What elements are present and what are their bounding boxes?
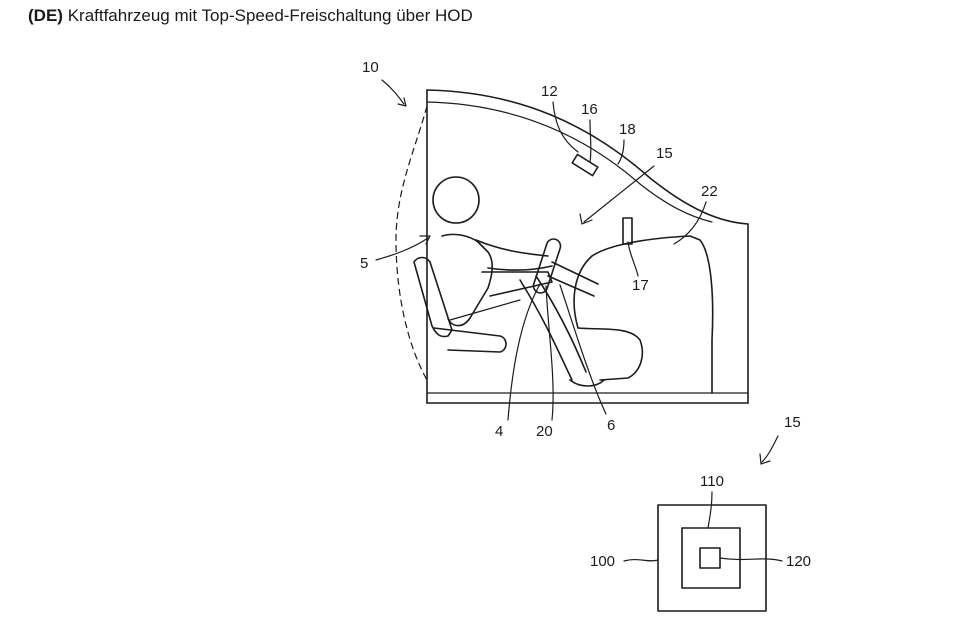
label-windshield: 18: [619, 121, 636, 138]
label-driver: 5: [360, 255, 368, 272]
label-camera: 12: [541, 83, 558, 100]
label-sensor: 16: [581, 101, 598, 118]
label-dashboard: 22: [701, 183, 718, 200]
label-steering-wheel: 6: [607, 417, 615, 434]
dashboard: [573, 217, 714, 394]
patent-title: (DE) Kraftfahrzeug mit Top-Speed-Freisch…: [28, 6, 473, 26]
label-vehicle: 10: [362, 59, 379, 76]
camera-unit: [571, 153, 599, 177]
block-diagram: 15 110 100 120: [590, 414, 811, 612]
steering-wheel: [532, 238, 599, 297]
label-block-middle: 110: [700, 473, 724, 490]
block-middle: [681, 527, 741, 589]
label-block-outer: 100: [590, 553, 615, 570]
label-hands: 4: [495, 423, 503, 440]
label-system: 15: [656, 145, 673, 162]
label-block-inner: 120: [786, 553, 811, 570]
driver-figure: [413, 176, 605, 387]
reference-labels: 10 12 16 18 15 22 17 5 4 20 6: [360, 59, 718, 440]
label-wheel-sensor: 20: [536, 423, 553, 440]
block-outer: [657, 504, 767, 612]
title-text: Kraftfahrzeug mit Top-Speed-Freischaltun…: [67, 6, 473, 25]
label-block-system: 15: [784, 414, 801, 431]
country-code: (DE): [28, 6, 63, 25]
label-display: 17: [632, 277, 649, 294]
block-inner: [699, 547, 721, 569]
vehicle-cabin: [395, 89, 749, 404]
